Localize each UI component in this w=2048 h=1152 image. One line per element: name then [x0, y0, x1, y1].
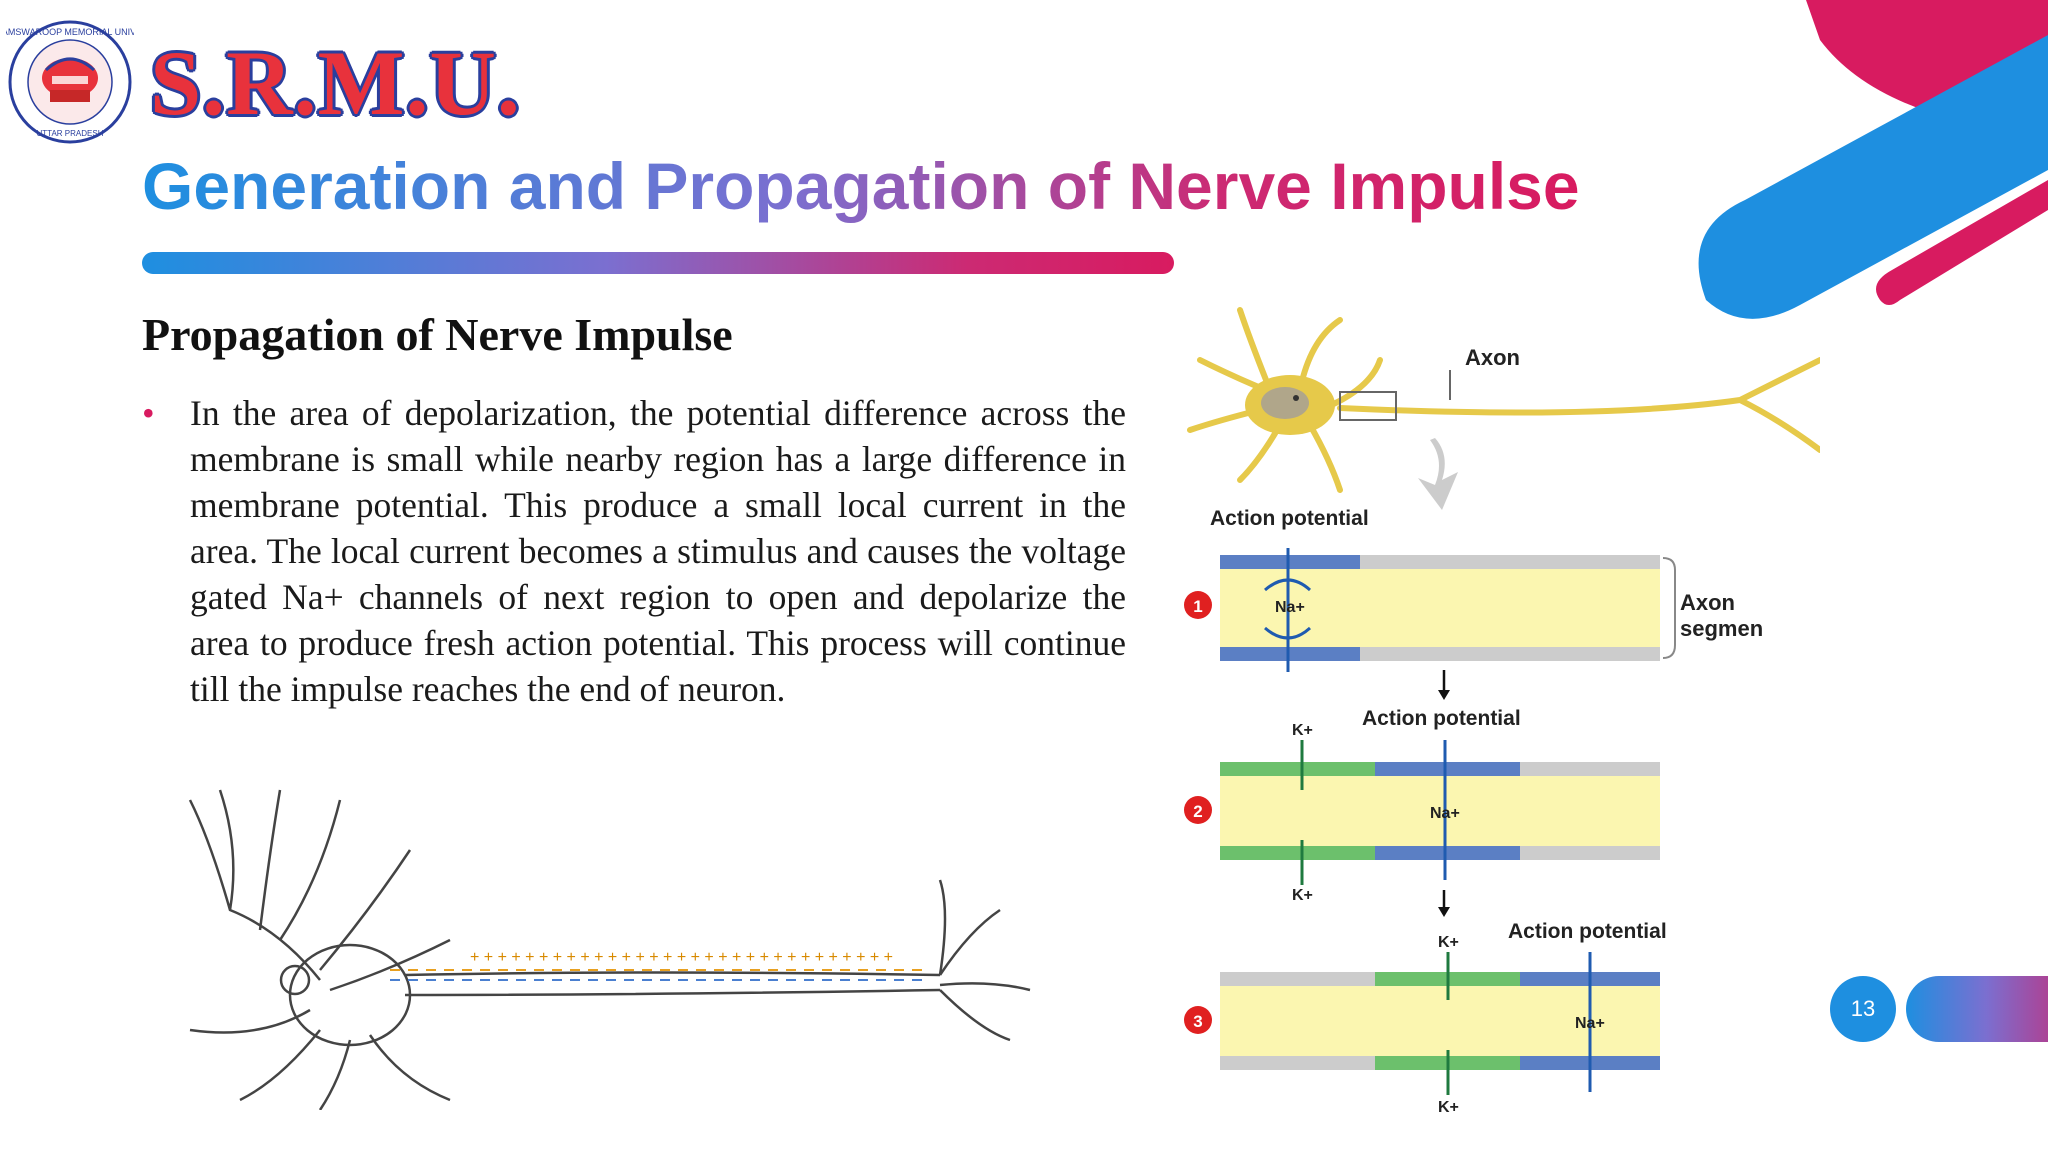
neuron-outline-illustration: + + + + + + + + + + + + + + + + + + + + … [188, 789, 1031, 1110]
title-underline-bar [142, 252, 1174, 274]
action-potential-propagation-diagram: Axon Action potential 1 Na+ Axon segmen … [1184, 307, 1820, 1116]
action-potential-label-3: Action potential [1508, 920, 1667, 943]
axon-label: Axon [1465, 345, 1520, 370]
na-label-1: Na+ [1275, 599, 1305, 616]
bullet-marker: • [142, 393, 155, 433]
yellow-neuron [1187, 307, 1820, 493]
step-2-badge: 2 [1193, 802, 1202, 821]
k-label-2b: K+ [1292, 887, 1313, 904]
k-label-2a: K+ [1292, 722, 1313, 739]
page-number-badge: 13 [1830, 976, 1896, 1042]
positive-charge-row: + + + + + + + + + + + + + + + + + + + + … [470, 949, 893, 966]
page-decoration-pill [1906, 976, 2048, 1042]
seal-bottom-text: UTTAR PRADESH [37, 129, 104, 138]
k-label-3b: K+ [1438, 1099, 1459, 1116]
step-1-badge: 1 [1193, 597, 1202, 616]
na-label-3: Na+ [1575, 1015, 1605, 1032]
action-potential-label-1: Action potential [1210, 507, 1369, 530]
axon-segment-label-1: Axon [1680, 590, 1735, 615]
step-3-badge: 3 [1193, 1012, 1202, 1031]
axon-segment-label-2: segmen [1680, 616, 1763, 641]
seal-top-text: SHRI RAMSWAROOP MEMORIAL UNIVERSITY [6, 27, 134, 37]
slide-title: Generation and Propagation of Nerve Impu… [142, 149, 1580, 223]
action-potential-label-2: Action potential [1362, 707, 1521, 730]
section-heading: Propagation of Nerve Impulse [142, 309, 733, 360]
k-label-3a: K+ [1438, 934, 1459, 951]
brand-wordmark: S.R.M.U. [150, 32, 521, 134]
university-seal-logo: SHRI RAMSWAROOP MEMORIAL UNIVERSITY UTTA… [6, 20, 134, 144]
bullet-paragraph: In the area of depolarization, the poten… [190, 393, 1126, 709]
na-label-2: Na+ [1430, 805, 1460, 822]
